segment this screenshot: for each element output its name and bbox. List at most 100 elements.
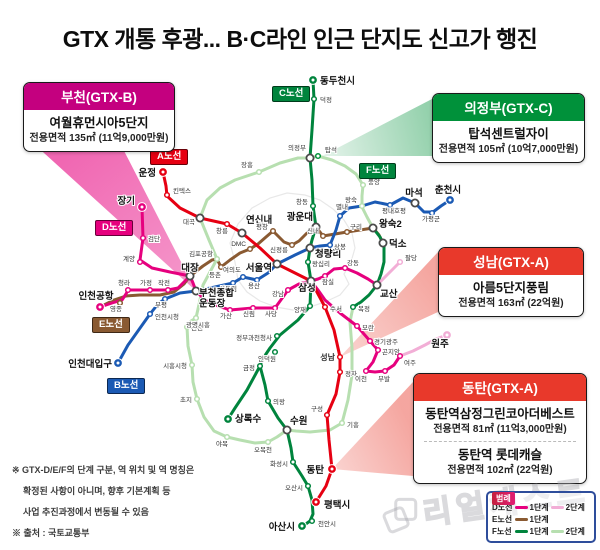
legend-phase-label: 1단계 [529, 503, 549, 512]
station-label: 삼성 [298, 282, 315, 294]
line-D-2 [398, 333, 449, 358]
station-label: 팔당 [405, 253, 417, 262]
complex-name: 탑석센트럴자이 [468, 127, 549, 141]
station-dot [305, 153, 315, 163]
station-dot [362, 367, 370, 375]
legend-dash [550, 530, 564, 534]
station-dot [213, 255, 221, 263]
line-F-2 [185, 257, 355, 445]
station-dot [269, 227, 277, 235]
station-label: 아산시 [269, 521, 295, 533]
beam-uijeongbu [322, 99, 432, 156]
callout-header: 부천(GTX-B) [24, 83, 174, 110]
station-label: 덕소 [389, 238, 407, 250]
complex-spec: 전용면적 105㎡ (10억7,000만원) [438, 143, 579, 155]
station-dot [161, 295, 169, 303]
line-chip-F노선: F노선 [359, 163, 397, 179]
station-dot [378, 238, 388, 248]
station-label: 광명시흥 [186, 320, 210, 329]
legend-dash [550, 506, 564, 510]
legend-phase-label: 2단계 [565, 527, 585, 536]
legend-line-name: D노선 [492, 503, 513, 512]
station-label: 킨텍스 [173, 186, 191, 195]
station-label: 정부과천청사 [236, 333, 272, 342]
station-label: 평창 [256, 222, 268, 231]
station-label: 양재 [294, 306, 306, 314]
station-dot [368, 223, 378, 233]
station-dot [341, 264, 349, 272]
station-label: 가평군 [422, 214, 440, 223]
station-dot [223, 433, 231, 441]
station-label: 시흥시청 [163, 361, 187, 370]
station-dot [306, 276, 316, 286]
legend-dash [514, 530, 528, 534]
station-label: 사당 [265, 309, 277, 318]
station-dot [195, 213, 205, 223]
station-label: 탑석 [325, 145, 337, 154]
station-label: 신정릉 [270, 245, 288, 254]
station-label: 신천 [191, 323, 203, 332]
station-dot [314, 152, 322, 160]
station-dot [255, 168, 263, 176]
station-dot [396, 352, 404, 360]
station-dot [338, 419, 346, 427]
station-label: 작전 [158, 278, 170, 287]
station-dot [323, 411, 331, 419]
station-label: 수원 [290, 415, 307, 427]
station-label: 대곡 [183, 218, 195, 226]
station-label: 천안시 [318, 519, 336, 528]
station-label: 초지 [180, 395, 192, 404]
station-label: 화성시 [270, 459, 288, 468]
station-dot [336, 368, 344, 376]
beam-dongtan [332, 382, 413, 476]
station-label: 교산 [380, 288, 398, 300]
station-label: 오산시 [285, 483, 303, 492]
station-label: 동탄 [307, 464, 325, 476]
station-dot [359, 181, 367, 189]
footnote-line: ※ 출처 : 국토교통부 [12, 528, 90, 539]
station-label: 곤지암 [382, 347, 400, 356]
callout-header: 동탄(GTX-A) [414, 374, 586, 401]
legend-line-name: F노선 [492, 527, 512, 536]
complex-name: 동탄역삼정그린코아더베스트 [425, 407, 575, 421]
complex-spec: 전용면적 135㎡ (11억9,000만원) [29, 132, 169, 144]
station-dot [336, 353, 344, 361]
station-dot [386, 201, 394, 209]
complex-spec: 전용면적 81㎡ (11억3,000만원) [433, 423, 567, 435]
station-dot [124, 286, 132, 294]
station-dot [326, 241, 334, 249]
station-label: 인덕원 [258, 354, 276, 363]
station-dot [309, 202, 317, 210]
station-dot [321, 303, 329, 311]
station-label: 덕정 [320, 95, 332, 104]
station-label: 용산 [248, 281, 260, 290]
station-label: 마석 [405, 187, 422, 199]
line-D-2 [375, 260, 402, 287]
station-label: 가산 [220, 311, 232, 320]
station-label: DMC [231, 241, 246, 248]
station-label: 의정부 [288, 143, 306, 152]
station-label: 부발 [378, 374, 390, 383]
station-dot [188, 361, 196, 369]
station-dot [249, 304, 257, 312]
station-label: 야목 [216, 439, 228, 448]
station-label: 모란 [362, 324, 374, 332]
station-dot [256, 362, 264, 370]
station-label: 금정 [243, 363, 255, 372]
station-dot [308, 517, 316, 525]
callout-header: 의정부(GTX-C) [433, 94, 584, 121]
station-label: 오목천 [254, 445, 272, 454]
line-chip-B노선: B노선 [107, 378, 146, 394]
station-dot [311, 222, 321, 232]
line-chip-E노선: E노선 [92, 317, 130, 333]
line-D [138, 205, 192, 278]
legend-tag: 범례 [492, 492, 515, 505]
station-dot [282, 425, 292, 435]
station-dot [288, 241, 296, 249]
station-label: 여의도 [223, 265, 241, 274]
station-dot [304, 482, 312, 490]
